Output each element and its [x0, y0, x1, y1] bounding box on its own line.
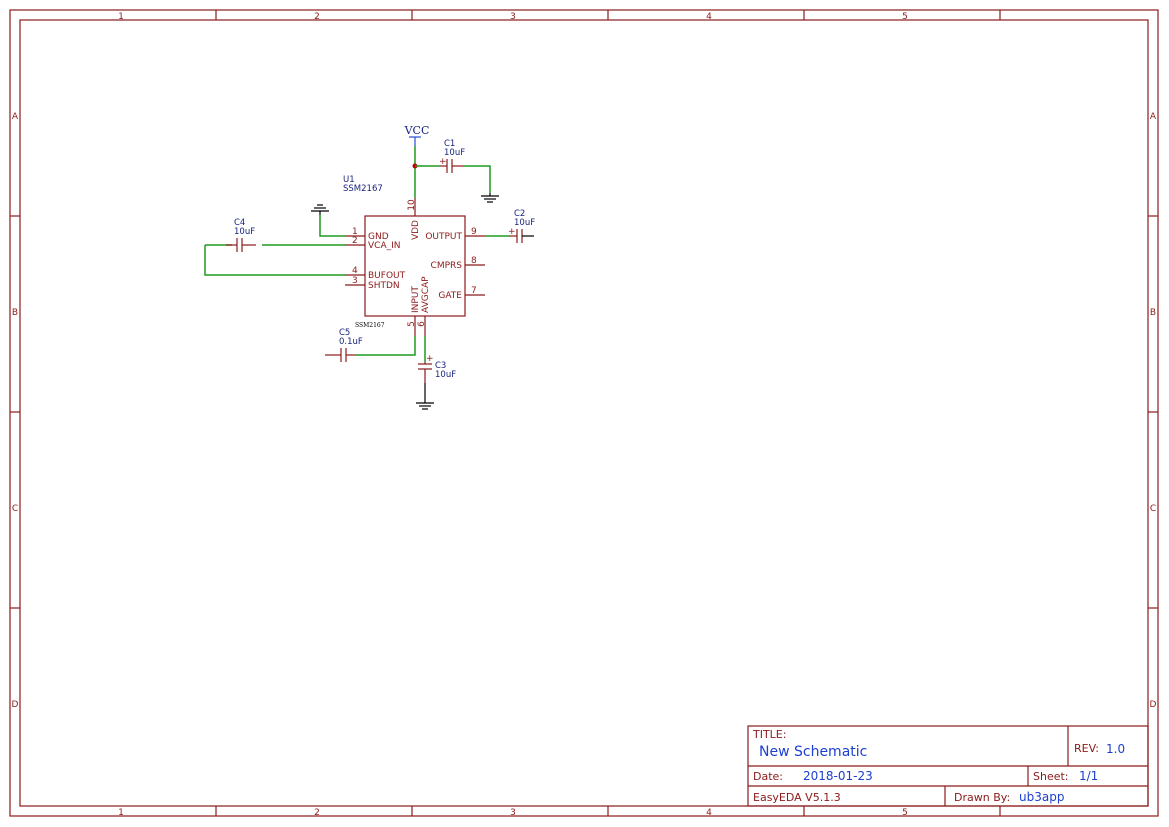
col-label-5: 5 [902, 12, 908, 22]
u1-part: SSM2167 [343, 184, 383, 194]
inner-frame [19, 19, 1149, 807]
ic-u1[interactable]: U1 SSM2167 SSM2167 1 2 4 3 GND VCA_IN BU… [343, 175, 485, 336]
col-label-2: 2 [314, 12, 320, 22]
capacitor-c5[interactable]: C5 0.1uF [325, 328, 363, 362]
capacitor-c4[interactable]: C4 10uF [226, 218, 262, 252]
c1-designator: C1 [444, 139, 455, 149]
wire-input-c5[interactable] [355, 336, 416, 356]
row-label-a: A [12, 112, 19, 122]
rev-label: REV: [1074, 742, 1099, 755]
col-label-1: 1 [118, 12, 124, 22]
pin-num-9: 9 [471, 227, 477, 237]
date-value: 2018-01-23 [803, 769, 873, 783]
capacitor-c3[interactable]: + C3 10uF [418, 354, 456, 383]
c4-designator: C4 [234, 218, 245, 228]
rev-value: 1.0 [1106, 742, 1125, 756]
c2-value: 10uF [514, 218, 535, 228]
wire-bufout-loop[interactable] [204, 245, 345, 276]
drawn-by-label: Drawn By: [954, 791, 1010, 804]
c4-value: 10uF [234, 227, 255, 237]
pin-num-4: 4 [352, 266, 358, 276]
title-value: New Schematic [759, 744, 867, 760]
col-label-3-bottom: 3 [510, 808, 516, 818]
drawn-by-value: ub3app [1019, 790, 1064, 804]
row-dividers [10, 215, 1158, 609]
column-labels-top: 1 2 3 4 5 [118, 12, 908, 22]
c3-designator: C3 [435, 361, 446, 371]
c3-value: 10uF [435, 370, 456, 380]
c2-designator: C2 [514, 209, 525, 219]
title-block: TITLE: New Schematic REV: 1.0 Date: 2018… [747, 725, 1149, 807]
date-label: Date: [753, 770, 783, 783]
pin-name-gate: GATE [438, 291, 462, 301]
col-label-3: 3 [510, 12, 516, 22]
col-label-4: 4 [706, 12, 712, 22]
row-labels-right: A B C D [1150, 112, 1157, 710]
row-label-c-right: C [1150, 504, 1156, 514]
u1-designator: U1 [343, 175, 355, 185]
row-label-b-right: B [1150, 308, 1156, 318]
row-label-d-right: D [1150, 700, 1157, 710]
pin-name-cmprs: CMPRS [431, 261, 463, 271]
pin-name-bufout: BUFOUT [368, 271, 406, 281]
title-label: TITLE: [752, 728, 786, 741]
outer-frame [9, 9, 1159, 817]
c1-value: 10uF [444, 148, 465, 158]
sheet-value: 1/1 [1079, 769, 1098, 783]
wire-gnd-pin[interactable] [319, 215, 345, 237]
column-dividers [215, 10, 1001, 816]
pin-name-gnd: GND [368, 232, 389, 242]
capacitor-c2[interactable]: + C2 10uF [508, 209, 535, 243]
sheet-label: Sheet: [1033, 770, 1069, 783]
pin-num-1: 1 [352, 227, 358, 237]
pin-name-avgcap: AVGCAP [421, 276, 431, 313]
row-labels-left: A B C D [12, 112, 19, 710]
col-label-5-bottom: 5 [902, 808, 908, 818]
vcc-power-symbol[interactable]: VCC [404, 124, 430, 146]
u1-footprint: SSM2167 [355, 322, 385, 329]
pin-name-vca-in: VCA_IN [368, 241, 400, 251]
pin-num-10: 10 [407, 199, 417, 211]
col-label-2-bottom: 2 [314, 808, 320, 818]
row-label-d: D [12, 700, 19, 710]
c5-designator: C5 [339, 328, 350, 338]
c3-plus: + [426, 354, 434, 364]
capacitor-c1[interactable]: + C1 10uF [439, 139, 465, 173]
vcc-label: VCC [404, 124, 430, 137]
tool-version: EasyEDA V5.1.3 [753, 791, 841, 804]
wire-c1-gnd[interactable] [464, 165, 491, 193]
col-label-4-bottom: 4 [706, 808, 712, 818]
ground-symbol-c1 [481, 193, 499, 203]
col-label-1-bottom: 1 [118, 808, 124, 818]
row-label-b: B [12, 308, 18, 318]
ground-symbol-u1 [311, 204, 329, 215]
pin-num-2: 2 [352, 236, 358, 246]
column-labels-bottom: 1 2 3 4 5 [118, 808, 908, 818]
ground-symbol-c3 [416, 402, 434, 410]
pin-num-3: 3 [352, 276, 358, 286]
c1-plus: + [439, 157, 447, 167]
pin-num-5: 5 [407, 321, 417, 327]
pin-num-7: 7 [471, 286, 477, 296]
pin-num-6: 6 [417, 321, 427, 327]
c5-value: 0.1uF [339, 337, 363, 347]
pin-name-input: INPUT [411, 286, 421, 313]
pin-name-shtdn: SHTDN [368, 281, 400, 291]
row-label-c: C [12, 504, 18, 514]
pin-name-output: OUTPUT [425, 232, 462, 242]
pin-num-8: 8 [471, 256, 477, 266]
row-label-a-right: A [1150, 112, 1157, 122]
pin-name-vdd: VDD [411, 220, 421, 240]
c2-plus: + [508, 227, 516, 237]
